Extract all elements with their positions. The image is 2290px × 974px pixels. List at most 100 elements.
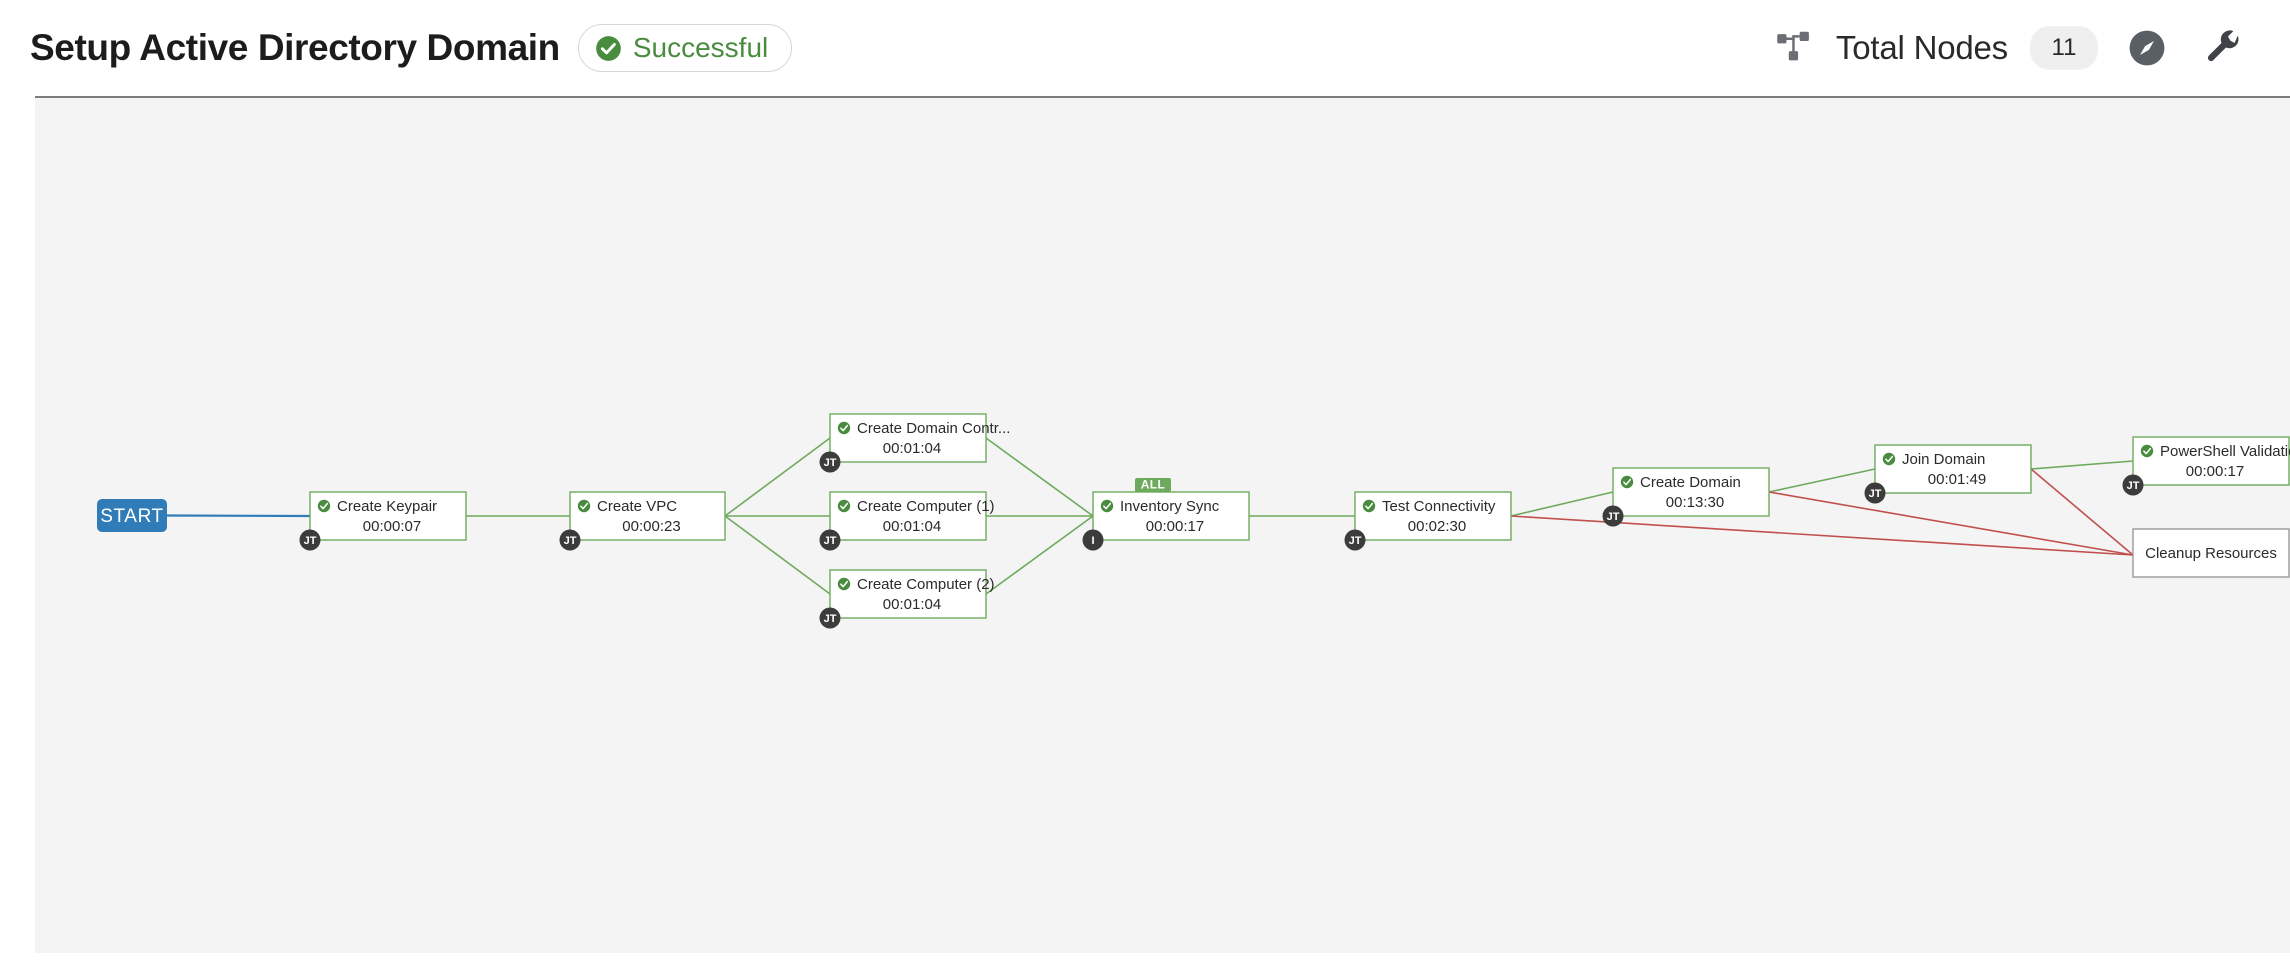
node-credential-badge[interactable]	[819, 451, 841, 473]
node-check-glyph	[1885, 455, 1894, 463]
node-box	[1874, 444, 2032, 494]
wrench-icon[interactable]	[2204, 28, 2244, 68]
node-credential-badge[interactable]	[1344, 529, 1366, 551]
node-box	[829, 491, 987, 541]
node-check-circle-icon	[2140, 444, 2154, 458]
sitemap-icon	[1777, 31, 1809, 61]
header-actions: Total Nodes 11	[1776, 26, 2244, 70]
node-title: Inventory Sync	[1120, 498, 1220, 515]
node-box	[1354, 491, 1512, 541]
edge-create-vpc-to-create-computer-2	[724, 515, 831, 595]
status-badge: Successful	[577, 24, 793, 72]
node-credential-badge-label: JT	[304, 535, 317, 547]
edge-join-domain-to-cleanup-resources	[2030, 468, 2134, 556]
node-check-glyph	[840, 580, 849, 588]
node-box	[829, 569, 987, 619]
total-nodes-label: Total Nodes	[1835, 29, 2008, 66]
edge-START-to-create-keypair	[166, 514, 311, 518]
edge-test-connectivity-to-create-domain	[1510, 491, 1614, 517]
node-duration: 00:00:17	[2186, 463, 2244, 480]
node-duration: 00:01:49	[1928, 471, 1986, 488]
compass-icon[interactable]	[2128, 29, 2166, 67]
title-block: Setup Active Directory Domain Successful	[30, 24, 793, 72]
node-title: Join Domain	[1902, 451, 1985, 468]
edge-create-domain-to-cleanup-resources	[1768, 491, 2134, 556]
node-duration: 00:13:30	[1666, 494, 1724, 511]
node-check-glyph	[580, 502, 589, 510]
status-label: Successful	[632, 32, 769, 63]
node-title: Create Domain Contr...	[857, 420, 1010, 437]
node-credential-badge[interactable]	[819, 607, 841, 629]
node-duration: 00:00:17	[1146, 518, 1204, 535]
node-title: Create Domain	[1640, 474, 1741, 491]
node-title: Test Connectivity	[1382, 498, 1496, 515]
node-duration: 00:01:04	[883, 596, 941, 613]
node-scope-badge	[1135, 478, 1171, 492]
start-node-box	[97, 499, 167, 532]
node-title: Cleanup Resources	[2145, 545, 2277, 562]
node-credential-badge[interactable]	[299, 529, 321, 551]
node-title: Create VPC	[597, 498, 677, 515]
edge-create-vpc-to-create-domain-controller	[724, 437, 831, 517]
node-check-circle-icon	[1620, 475, 1634, 489]
node-title: Create Keypair	[337, 498, 437, 515]
node-box	[569, 491, 726, 541]
edge-join-domain-to-powershell-validation	[2030, 460, 2134, 470]
node-check-circle-icon	[1362, 499, 1376, 513]
node-credential-badge-label: JT	[1607, 511, 1620, 523]
node-check-circle-icon	[837, 577, 851, 591]
node-credential-badge[interactable]	[819, 529, 841, 551]
edge-create-domain-controller-to-inventory-sync	[985, 437, 1094, 517]
node-check-glyph	[1103, 502, 1112, 510]
node-duration: 00:01:04	[883, 518, 941, 535]
node-box	[1092, 491, 1250, 541]
node-box	[1612, 467, 1770, 517]
node-credential-badge-label: JT	[2127, 480, 2140, 492]
node-credential-badge[interactable]	[1082, 529, 1104, 551]
node-credential-badge-label: JT	[564, 535, 577, 547]
node-credential-badge-label: JT	[824, 457, 837, 469]
node-credential-badge-label: I	[1091, 535, 1094, 547]
node-credential-badge[interactable]	[1864, 482, 1886, 504]
start-node-label: START	[100, 506, 164, 527]
node-box	[2132, 528, 2290, 578]
node-check-glyph	[1365, 502, 1374, 510]
start-node[interactable]: START	[97, 499, 167, 532]
node-credential-badge[interactable]	[1602, 505, 1624, 527]
node-title: PowerShell Validation	[2160, 443, 2290, 460]
node-cleanup-resources[interactable]: Cleanup Resources	[2132, 528, 2290, 578]
node-credential-badge[interactable]	[2122, 474, 2144, 496]
node-check-circle-icon	[577, 499, 591, 513]
node-duration: 00:02:30	[1408, 518, 1466, 535]
node-credential-badge-label: JT	[824, 613, 837, 625]
node-credential-badge-label: JT	[1869, 488, 1882, 500]
node-credential-badge-label: JT	[824, 535, 837, 547]
edge-create-computer-2-to-inventory-sync	[985, 515, 1094, 595]
node-check-circle-icon	[1100, 499, 1114, 513]
check-circle-icon	[595, 35, 621, 61]
node-check-circle-icon	[837, 421, 851, 435]
node-check-glyph	[320, 502, 329, 510]
node-scope-badge-label: ALL	[1141, 478, 1166, 492]
edge-create-domain-to-join-domain	[1768, 468, 1876, 493]
node-title: Create Computer (2)	[857, 576, 995, 593]
edge-layer	[166, 437, 2134, 595]
node-check-circle-icon	[837, 499, 851, 513]
node-box	[309, 491, 467, 541]
node-credential-badge[interactable]	[559, 529, 581, 551]
node-inventory-sync[interactable]: ALL Inventory Sync 00:00:17I	[1082, 478, 1250, 551]
node-box	[2132, 436, 2290, 486]
node-duration: 00:00:23	[622, 518, 680, 535]
